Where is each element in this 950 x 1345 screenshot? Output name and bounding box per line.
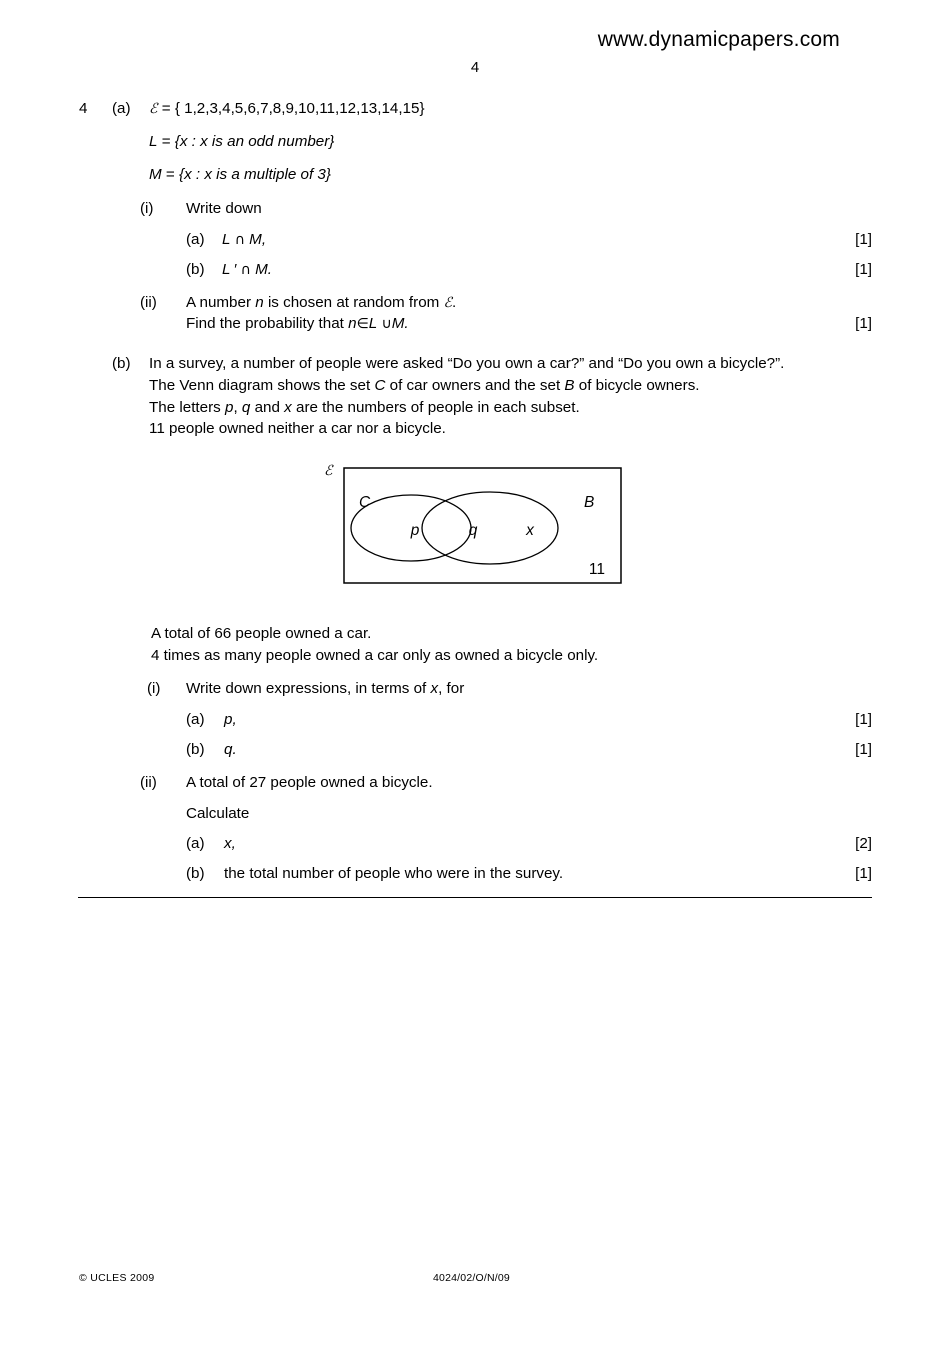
part-a-ii-label: (ii)	[140, 294, 157, 311]
variable-x: x	[430, 680, 439, 697]
footer-copyright: © UCLES 2009	[79, 1272, 155, 1284]
venn-universal-rectangle	[343, 467, 622, 584]
universal-set-symbol: ℰ	[149, 101, 158, 117]
part-a-label: (a)	[112, 100, 131, 117]
part-b-ii-a-text: x,	[224, 835, 236, 852]
venn-set-b-label: B	[584, 494, 594, 511]
union-icon: ∪	[381, 316, 392, 332]
set-M-body: {x : x is a multiple of 3}	[179, 166, 331, 183]
variable-p: p	[224, 399, 234, 416]
part-b-i-b-text: q.	[224, 741, 237, 758]
venn-universal-label: ℰ	[324, 463, 334, 479]
set-C-name: C	[374, 377, 386, 394]
part-b-intro-line3-end: are the numbers of people in each subset…	[296, 399, 580, 416]
question-number: 4	[79, 100, 88, 117]
section-divider-rule	[78, 897, 872, 898]
part-b-intro-line3-pre: The letters	[149, 399, 221, 416]
marks-a-i-a: [1]	[855, 231, 872, 248]
set-L-equals: =	[161, 133, 171, 150]
part-b-after-line1: A total of 66 people owned a car.	[151, 625, 372, 642]
part-a-i-label: (i)	[140, 200, 154, 217]
variable-n: n	[255, 294, 264, 311]
venn-region-p: p	[410, 522, 420, 539]
part-b-after-line2: 4 times as many people owned a car only …	[151, 647, 599, 664]
set-B-name: B	[564, 377, 575, 394]
marks-a-i-b: [1]	[855, 261, 872, 278]
part-b-intro-line3-comma: ,	[233, 399, 238, 416]
part-b-i-text-pre: Write down expressions, in terms of	[186, 680, 427, 697]
venn-diagram: ℰ C B p q x 11	[310, 455, 640, 595]
expr-L: L	[222, 231, 231, 248]
part-b-ii-b-text: the total number of people who were in t…	[224, 865, 564, 882]
set-L-definition: L = {x : x is an odd number}	[149, 133, 334, 150]
part-a-ii-line2: Find the probability that n∈L ∪M.	[186, 315, 409, 333]
part-a-ii-line1-end: .	[452, 294, 457, 311]
marks-a-ii: [1]	[855, 315, 872, 332]
set-M-name: M	[149, 166, 162, 183]
marks-b-ii-a: [2]	[855, 835, 872, 852]
part-b-ii-text: A total of 27 people owned a bicycle.	[186, 774, 433, 791]
set-M-equals: =	[165, 166, 175, 183]
venn-ellipse-bicycle	[421, 491, 559, 565]
part-b-i-label: (i)	[147, 680, 161, 697]
part-b-i-a-label: (a)	[186, 711, 205, 728]
part-a-ii-line1-mid: is chosen at random from	[267, 294, 440, 311]
intersection-icon: ∩	[234, 232, 245, 248]
part-a-ii-line2-pre: Find the probability that	[186, 315, 344, 332]
part-a-i-a-expression: L ∩ M,	[222, 231, 266, 249]
set-L-name: L	[149, 133, 158, 150]
universal-set-line: ℰ = { 1,2,3,4,5,6,7,8,9,10,11,12,13,14,1…	[149, 100, 425, 118]
part-b-i-text-post: , for	[438, 680, 465, 697]
part-b-i-a-text: p,	[224, 711, 237, 728]
part-b-ii-b-label: (b)	[186, 865, 205, 882]
part-a-i-text: Write down	[186, 200, 262, 217]
universal-set-equals: =	[161, 100, 171, 117]
venn-region-q: q	[469, 522, 478, 539]
part-b-intro-line4: 11 people owned neither a car nor a bicy…	[149, 420, 446, 437]
part-b-intro-line2: The Venn diagram shows the set C of car …	[149, 377, 700, 394]
part-b-intro-line3: The letters p, q and x are the numbers o…	[149, 399, 580, 416]
page-number: 4	[470, 59, 480, 76]
part-a-i-a-label: (a)	[186, 231, 205, 248]
expr-M: M.	[391, 315, 409, 332]
part-a-i-b-expression: L ′ ∩ M.	[222, 261, 272, 279]
venn-outside-count: 11	[589, 561, 605, 578]
part-b-intro-line2-mid: of car owners and the set	[389, 377, 561, 394]
part-b-ii-calculate: Calculate	[186, 805, 250, 822]
venn-ellipse-car	[350, 494, 472, 562]
variable-x: x	[284, 399, 292, 416]
expr-L: L	[368, 315, 378, 332]
part-b-ii-label: (ii)	[140, 774, 157, 791]
watermark-url: www.dynamicpapers.com	[597, 28, 840, 51]
variable-n: n	[348, 315, 357, 332]
intersection-icon: ∩	[240, 262, 251, 278]
part-a-i-b-label: (b)	[186, 261, 205, 278]
part-b-intro-line3-and: and	[254, 399, 280, 416]
part-a-ii-line1: A number n is chosen at random from ℰ.	[186, 294, 456, 312]
marks-b-i-a: [1]	[855, 711, 872, 728]
venn-region-x: x	[525, 522, 535, 539]
part-a-ii-line1-pre: A number	[186, 294, 252, 311]
part-b-intro-line1: In a survey, a number of people were ask…	[149, 355, 785, 372]
venn-set-c-label: C	[359, 494, 371, 511]
universal-set-symbol: ℰ	[443, 295, 453, 311]
expr-M: M.	[255, 261, 272, 278]
footer-paper-code: 4024/02/O/N/09	[433, 1272, 510, 1284]
set-L-body: {x : x is an odd number}	[174, 133, 335, 150]
marks-b-i-b: [1]	[855, 741, 872, 758]
universal-set-members: { 1,2,3,4,5,6,7,8,9,10,11,12,13,14,15}	[174, 100, 425, 117]
set-M-definition: M = {x : x is a multiple of 3}	[149, 166, 331, 183]
element-of-icon: ∈	[356, 316, 369, 332]
expr-M: M,	[249, 231, 267, 248]
part-b-intro-line2-pre: The Venn diagram shows the set	[149, 377, 371, 394]
expr-L-complement: L ′	[222, 261, 237, 278]
part-b-label: (b)	[112, 355, 131, 372]
variable-q: q	[241, 399, 251, 416]
marks-b-ii-b: [1]	[855, 865, 872, 882]
part-b-i-text: Write down expressions, in terms of x, f…	[186, 680, 464, 697]
part-b-ii-a-label: (a)	[186, 835, 205, 852]
part-b-intro-line2-end: of bicycle owners.	[578, 377, 700, 394]
part-b-i-b-label: (b)	[186, 741, 205, 758]
